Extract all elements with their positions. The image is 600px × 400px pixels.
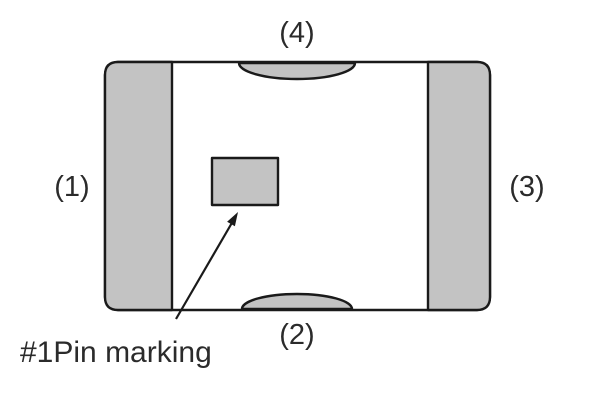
annotation-arrow-line [175, 220, 234, 320]
label-right-pin-3: (3) [509, 171, 544, 203]
left-terminal [103, 60, 174, 312]
pin1-marking-annotation: #1Pin marking [20, 336, 212, 369]
label-left-pin-1: (1) [54, 171, 89, 203]
annotation-arrow-head [227, 212, 238, 227]
top-pad [237, 61, 357, 81]
label-top-pin-4: (4) [279, 17, 314, 49]
pin1-marking-rectangle [210, 156, 280, 207]
right-terminal [426, 60, 492, 312]
bottom-pad [240, 292, 354, 311]
label-bottom-pin-2: (2) [279, 319, 314, 351]
